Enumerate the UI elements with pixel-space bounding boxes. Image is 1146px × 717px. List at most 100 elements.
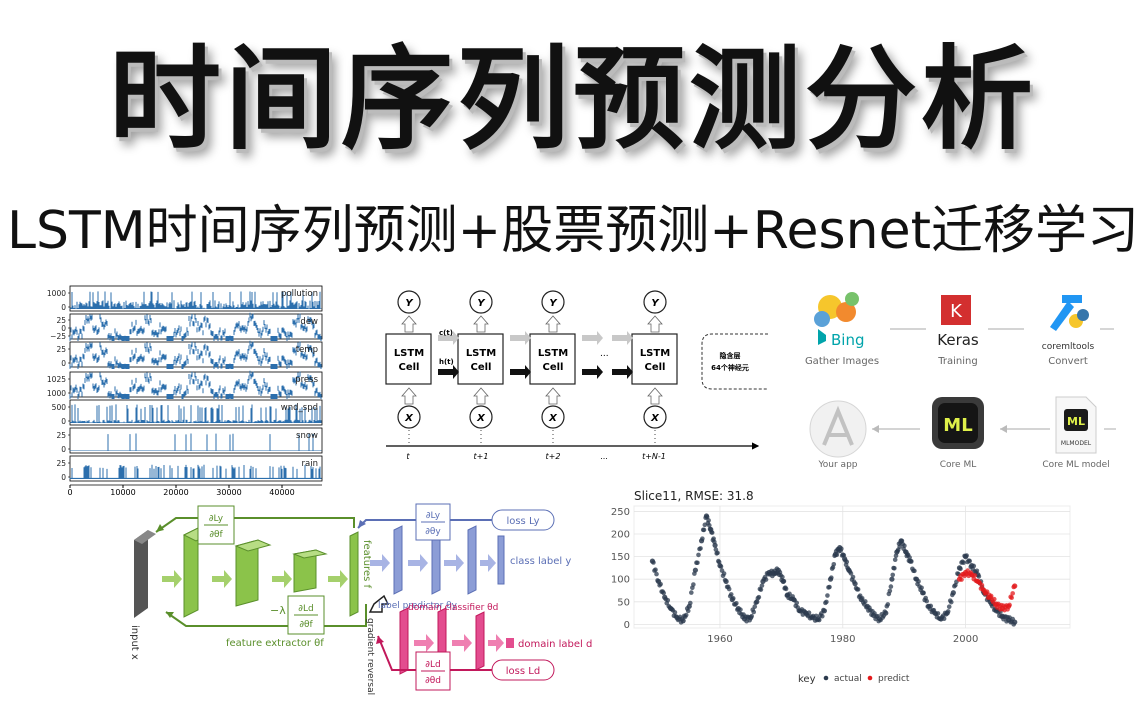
output-node-1 [469,290,493,314]
point-actual-0-3 [653,567,658,573]
point-actual-37-1 [859,595,865,601]
legend-marker-actual [823,675,829,681]
state-c-label: c(t) [439,329,453,337]
point-predict-0-2 [959,577,964,582]
point-actual-36-3 [855,587,861,592]
state-arrow-1 [438,331,459,379]
svg-text:loss Ly: loss Ly [506,516,539,527]
point-actual-51-3 [941,616,947,621]
point-actual-11-3 [715,550,720,556]
caption-your-app: Your app [817,460,857,470]
series-predict [956,568,1018,613]
point-actual-54-4 [961,560,966,566]
series-tick-pollution-0: 1000 [47,289,66,298]
series-tick-pollution-1: 0 [61,303,66,312]
series-tick-press-0: 1025 [47,375,66,384]
point-actual-11 [712,542,718,548]
caption-gather-images: Gather Images [805,356,879,367]
svg-text:40000: 40000 [269,488,294,497]
point-actual-46-1 [909,559,914,564]
point-actual-52-1 [945,609,951,614]
input-image [134,530,148,618]
point-actual-23-1 [781,578,787,584]
point-predict-5-4 [991,596,997,602]
point-predict-8-3 [1009,595,1014,601]
series-tick-snow-1: 0 [61,445,66,454]
point-actual-50-3 [935,611,941,616]
svg-text:Y: Y [651,298,660,309]
lstm-cell-1 [457,333,504,385]
point-actual-13 [723,578,729,585]
x-tick-1: 10000 [110,485,136,497]
svg-text:K: K [950,301,963,322]
point-actual-9-4 [707,523,712,528]
point-actual-23-4 [783,586,789,592]
point-actual-47-5 [919,585,924,591]
svg-text:Cell: Cell [543,362,564,373]
y-tick-100: 100 [611,575,630,586]
x-tick-1980: 1980 [830,634,855,645]
svg-text:20000: 20000 [163,488,188,497]
input-label: input x [129,625,140,660]
svg-text:LSTM: LSTM [538,348,568,359]
lstm-cell-3 [631,333,678,385]
x-tick-1960: 1960 [707,634,732,645]
point-actual-6-2 [689,590,694,595]
point-actual-12-1 [718,564,724,569]
label-predictor-label: label predictor θy [378,601,458,611]
domain-label: domain label d [518,639,592,650]
point-actual-41-2 [885,602,891,607]
point-predict-5-1 [988,593,994,599]
point-actual-43-4 [897,544,902,550]
x-tick-4: 40000 [269,485,295,497]
caption-core-ml: Core ML [940,460,976,470]
keras-label: Keras [937,331,979,349]
svg-text:Cell: Cell [399,362,420,373]
hidden-layer-box: 隐含层 64个神经元 [701,333,768,390]
point-actual-44-4 [902,543,907,548]
point-actual-6-4 [691,582,696,587]
point-actual-52-2 [946,604,952,610]
grl-label: gradient reversal layer [365,618,375,696]
svg-text:Y: Y [549,298,558,309]
series-actual [649,513,1018,627]
svg-text:∂Ld: ∂Ld [425,660,440,670]
coremltools-step: coremltools Convert [1042,295,1095,367]
point-actual-7-5 [698,546,703,551]
svg-text:∂θf: ∂θf [299,620,313,630]
state-arrow-3 [582,331,603,379]
feature-extractor-label: feature extractor θf [226,638,324,649]
point-actual-25-3 [794,600,800,606]
point-actual-7-3 [696,552,701,558]
point-actual-53 [950,590,956,596]
point-predict-8-4 [1010,591,1015,596]
point-actual-6-1 [687,600,693,606]
svg-text:10000: 10000 [110,488,135,497]
y-tick-0: 0 [624,620,630,631]
x-tick-2000: 2000 [953,634,978,645]
svg-text:∂θy: ∂θy [425,527,441,537]
y-tick-250: 250 [611,507,630,518]
point-actual-14-1 [730,596,736,601]
svg-text:Y: Y [405,298,414,309]
features-label: features f [361,540,372,588]
state-arrow-4 [612,331,633,379]
point-actual-3-4 [672,610,678,615]
svg-text:∂Ld: ∂Ld [298,604,313,614]
keras-step: K Keras Training [937,295,979,367]
point-actual-9-3 [706,518,711,523]
input-node-0 [397,405,421,429]
point-actual-17-3 [751,609,757,615]
series-panel: pollution10000dew250−25temp250press10251… [47,285,323,497]
coreml-flow: Bing Gather Images K Keras Training core… [805,292,1116,470]
point-actual-17-4 [752,604,758,609]
series-tick-temp-0: 25 [56,345,66,354]
